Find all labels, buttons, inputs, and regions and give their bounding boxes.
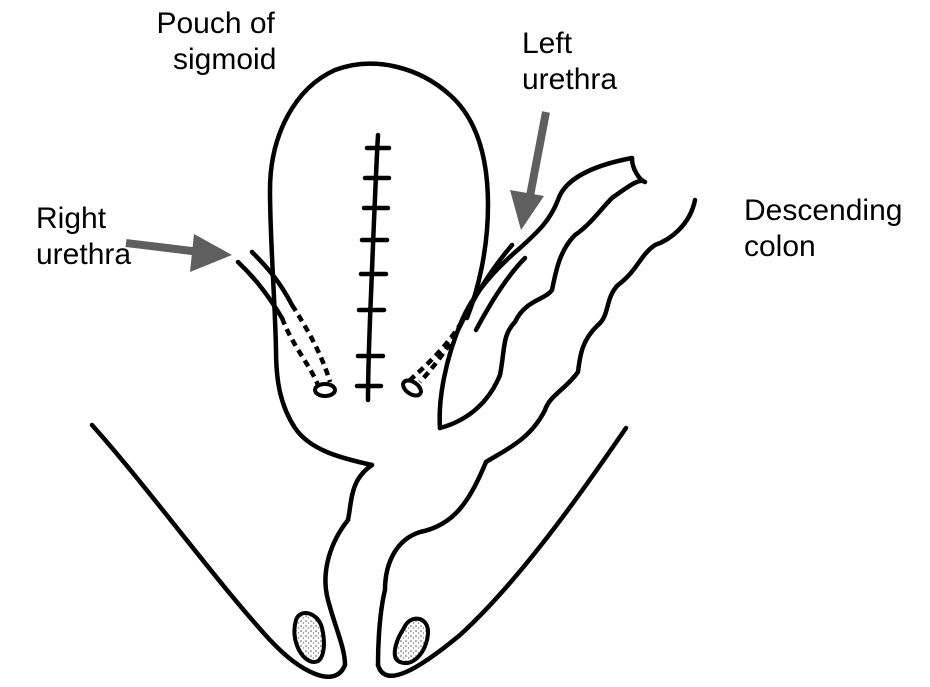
label-right-urethra: Right urethra	[36, 201, 131, 273]
right-urethra-arrow	[126, 234, 232, 272]
right-urethra-tube	[238, 252, 292, 318]
left-urethra-dotted-path	[410, 312, 467, 382]
right-urethra-dotted-path	[282, 305, 330, 385]
bowel-right-wall	[378, 462, 486, 665]
label-pouch-of-sigmoid: Pouch of sigmoid	[155, 6, 276, 78]
label-right-urethra-line-1: Right	[36, 201, 131, 237]
descending-colon-lower-wave	[486, 200, 695, 462]
label-descending-colon: Descending colon	[744, 193, 902, 265]
label-pouch-line-2: sigmoid	[155, 42, 276, 78]
label-left-urethra: Left urethra	[522, 26, 617, 98]
bowel-left-wall	[325, 465, 372, 665]
left-anal-gland	[294, 613, 324, 662]
right-anal-gland	[395, 619, 428, 663]
right-urethra-opening	[315, 384, 335, 396]
left-urethra-arrow	[510, 112, 546, 230]
label-descending-colon-line-2: colon	[744, 229, 902, 265]
label-pouch-line-1: Pouch of	[155, 6, 276, 42]
midline-suture-line	[368, 135, 378, 400]
label-left-urethra-line-2: urethra	[522, 62, 617, 98]
label-left-urethra-line-1: Left	[522, 26, 617, 62]
label-right-urethra-line-2: urethra	[36, 237, 131, 273]
left-urethra-opening	[400, 377, 423, 398]
label-descending-colon-line-1: Descending	[744, 193, 902, 229]
sigmoid-pouch	[270, 64, 488, 465]
